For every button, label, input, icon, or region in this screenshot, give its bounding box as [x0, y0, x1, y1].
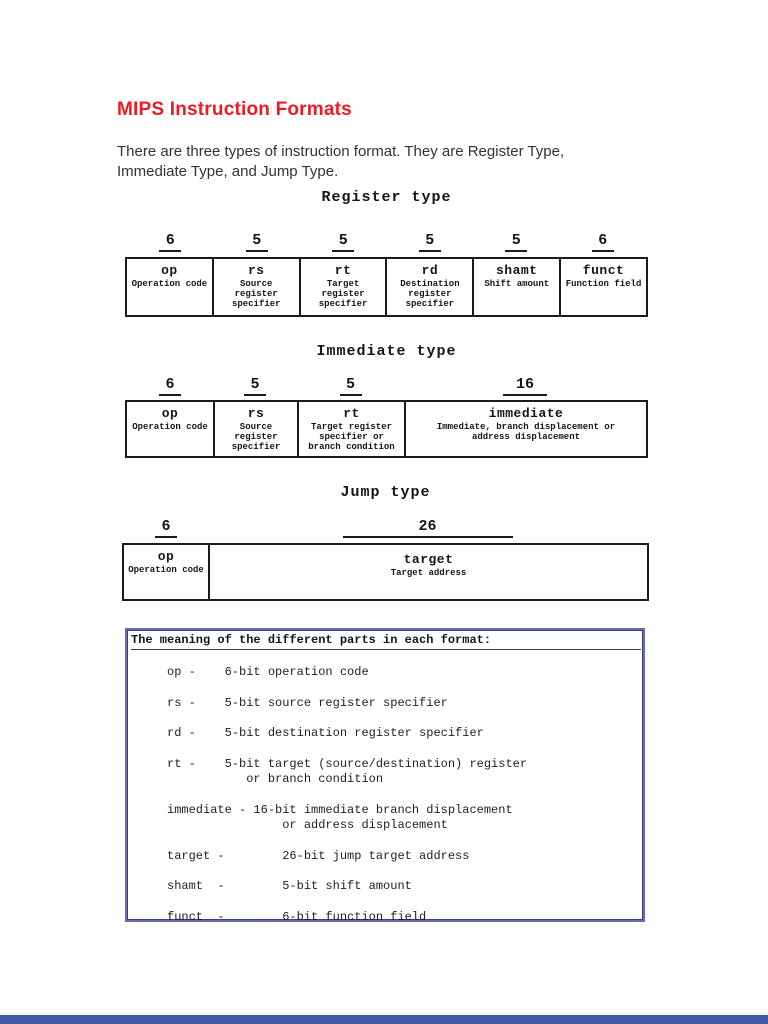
field-name: shamt — [495, 263, 538, 278]
field-desc: Source register specifier — [231, 279, 281, 309]
bit-width-tick — [418, 250, 441, 252]
field-cell-rs: rs Source register specifier — [213, 402, 297, 456]
bit-width-value: 26 — [418, 518, 437, 535]
bit-width-value: 16 — [515, 376, 534, 393]
bit-width-label: 6 — [127, 233, 214, 252]
bit-width-tick — [244, 394, 266, 396]
bit-width-value: 6 — [165, 376, 175, 393]
bit-width-value: 6 — [161, 518, 171, 535]
field-cell-rd: rd Destination register specifier — [385, 259, 472, 315]
bit-width-label: 5 — [214, 233, 301, 252]
field-desc: Target address — [390, 568, 467, 578]
field-name: rs — [247, 406, 265, 421]
bit-width-value: 5 — [345, 376, 355, 393]
field-cell-op: op Operation code — [127, 259, 212, 315]
field-cell-op: op Operation code — [124, 545, 208, 599]
bit-width-tick — [503, 394, 547, 396]
bit-width-tick — [155, 536, 177, 538]
bit-width-tick — [159, 394, 181, 396]
bit-width-label: 5 — [473, 233, 560, 252]
register-format-table: op Operation code rs Source register spe… — [125, 257, 648, 317]
bit-width-label: 5 — [387, 233, 474, 252]
field-name: rt — [334, 263, 352, 278]
bit-width-label: 6 — [127, 377, 213, 396]
field-desc: Operation code — [131, 279, 208, 289]
bit-width-label: 26 — [208, 519, 647, 538]
bit-width-label: 6 — [124, 519, 208, 538]
bit-width-tick — [342, 536, 513, 538]
bit-width-label: 5 — [213, 377, 297, 396]
immediate-bits-row: 6 5 5 16 — [125, 377, 648, 396]
field-name: rt — [343, 406, 360, 421]
bit-width-value: 5 — [425, 232, 435, 249]
bit-width-value: 5 — [338, 232, 348, 249]
bit-width-label: 16 — [404, 377, 646, 396]
intro-text: There are three types of instruction for… — [117, 143, 565, 180]
bit-width-value: 5 — [511, 232, 521, 249]
field-name: target — [403, 552, 454, 567]
meanings-box: The meaning of the different parts in ea… — [125, 628, 645, 925]
jump-type-title: Jump type — [340, 484, 431, 501]
field-desc: Operation code — [128, 565, 204, 575]
field-name: immediate — [488, 406, 564, 421]
bit-width-tick — [245, 250, 268, 252]
bit-width-value: 5 — [250, 376, 260, 393]
field-cell-immediate: immediate Immediate, branch displacement… — [404, 402, 646, 456]
field-desc: Shift amount — [484, 279, 550, 289]
bit-width-value: 5 — [252, 232, 262, 249]
immediate-format-table: op Operation code rs Source register spe… — [125, 400, 648, 458]
bit-width-tick — [505, 250, 528, 252]
register-type-title: Register type — [321, 189, 452, 206]
register-bits-row: 6 5 5 5 5 6 — [125, 233, 648, 252]
field-desc: Target register specifier or branch cond… — [308, 422, 395, 452]
field-name: op — [157, 549, 175, 564]
bit-width-value: 6 — [598, 232, 608, 249]
field-cell-rt: rt Target register specifier — [298, 259, 386, 315]
bit-width-value: 6 — [165, 232, 175, 249]
field-desc: Target register specifier — [318, 279, 368, 309]
bit-width-label: 5 — [297, 377, 404, 396]
field-desc: Immediate, branch displacement or addres… — [436, 422, 616, 442]
field-cell-rt: rt Target register specifier or branch c… — [297, 402, 404, 456]
bit-width-label: 6 — [560, 233, 647, 252]
page-title: MIPS Instruction Formats — [117, 98, 352, 120]
bit-width-tick — [591, 250, 614, 252]
bit-width-tick — [159, 250, 182, 252]
jump-bits-row: 6 26 — [122, 519, 649, 538]
field-cell-funct: funct Function field — [559, 259, 646, 315]
immediate-type-title: Immediate type — [316, 343, 457, 360]
bit-width-tick — [339, 394, 362, 396]
field-name: funct — [582, 263, 625, 278]
field-name: rd — [421, 263, 439, 278]
field-cell-shamt: shamt Shift amount — [472, 259, 559, 315]
bit-width-label: 5 — [300, 233, 387, 252]
field-desc: Function field — [565, 279, 642, 289]
field-cell-target: target Target address — [208, 545, 647, 599]
bit-width-tick — [332, 250, 355, 252]
field-desc: Destination register specifier — [400, 279, 460, 309]
page-gap-bar — [0, 1015, 768, 1024]
meanings-heading: The meaning of the different parts in ea… — [131, 633, 641, 650]
field-desc: Source register specifier — [231, 422, 281, 452]
field-cell-rs: rs Source register specifier — [211, 259, 299, 315]
field-name: op — [161, 263, 178, 278]
field-name: rs — [247, 263, 265, 278]
field-cell-op: op Operation code — [127, 402, 213, 456]
meanings-body: op - 6-bit operation code rs - 5-bit sou… — [167, 665, 528, 925]
field-desc: Operation code — [132, 422, 208, 432]
field-name: op — [161, 406, 179, 421]
jump-format-table: op Operation code target Target address — [122, 543, 649, 601]
